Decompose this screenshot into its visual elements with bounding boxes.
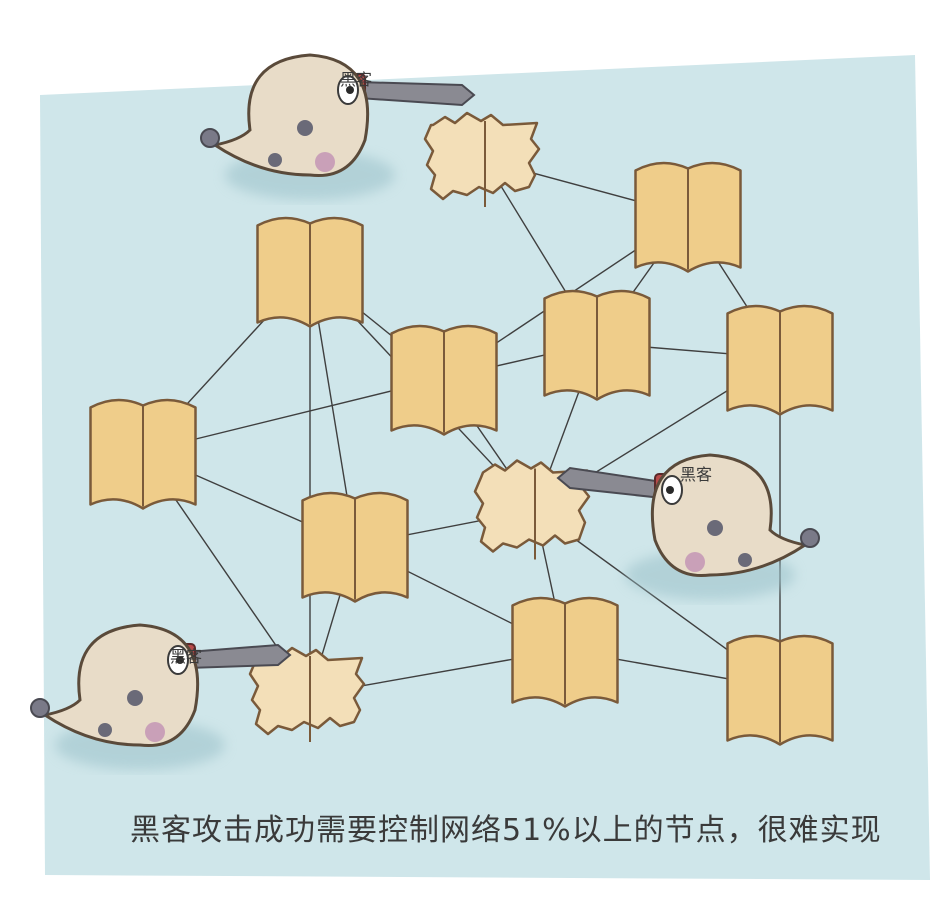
torn-book-node	[473, 459, 591, 560]
torn-book-node	[423, 111, 541, 207]
book-node	[543, 289, 651, 401]
book-node	[390, 324, 498, 436]
book-node	[89, 398, 197, 510]
hacker-figure: 黑客	[200, 53, 476, 200]
hacker-label: 黑客	[170, 647, 202, 666]
hacker-figure: 黑客	[30, 623, 292, 770]
book-node	[726, 304, 834, 416]
book-node	[256, 216, 364, 328]
book-node	[511, 596, 619, 708]
hacker-label: 黑客	[340, 70, 372, 89]
hacker-figure: 黑客	[556, 453, 820, 600]
book-node	[634, 161, 742, 273]
book-node	[726, 634, 834, 746]
hacker-label: 黑客	[680, 465, 712, 484]
torn-book-node	[248, 646, 366, 742]
book-node	[301, 491, 409, 603]
network-nodes	[89, 111, 834, 746]
caption-text: 黑客攻击成功需要控制网络51%以上的节点，很难实现	[130, 813, 882, 848]
